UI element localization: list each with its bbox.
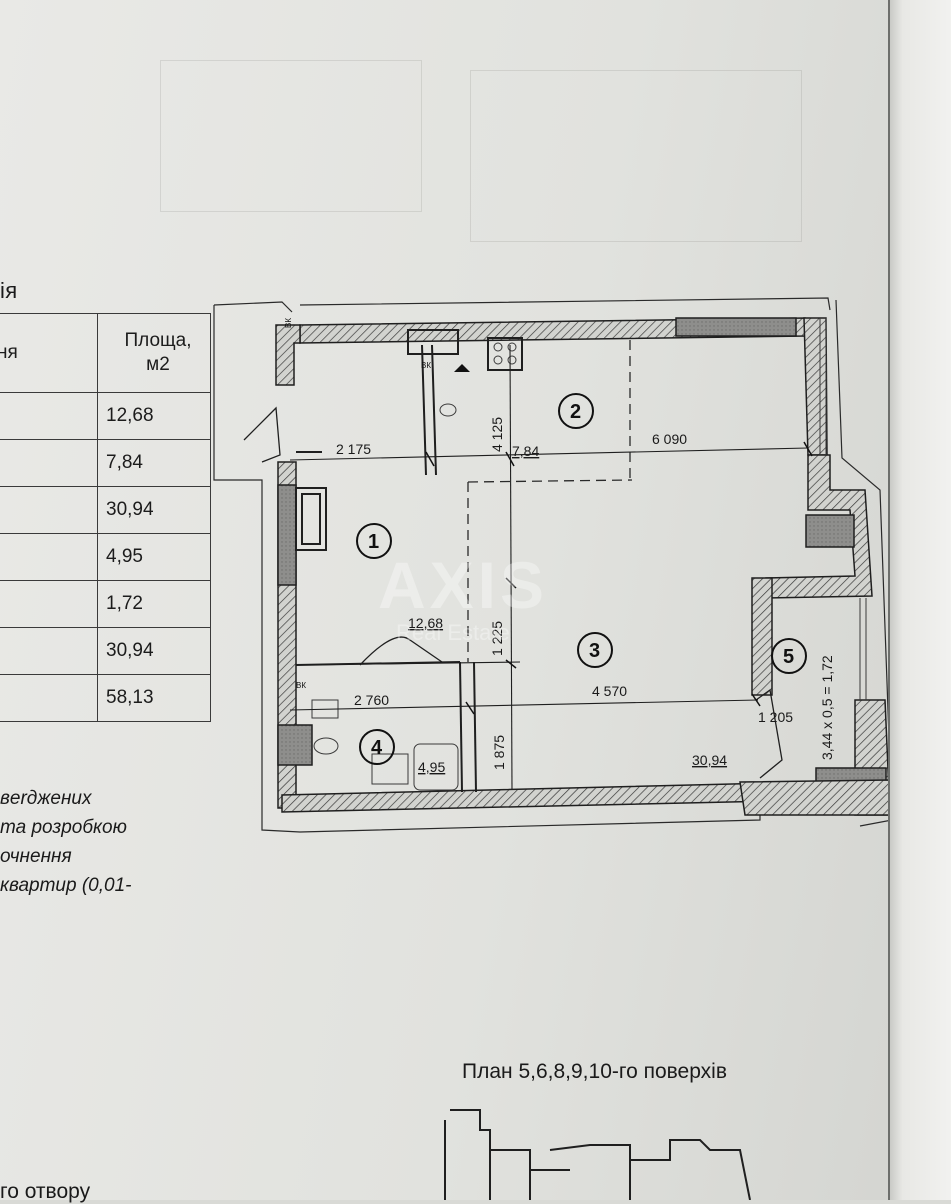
watermark-logo: AXIS — [378, 548, 548, 622]
arrow-marker — [454, 364, 470, 372]
dim-2175: 2 175 — [336, 441, 371, 457]
watermark-subtitle: Real Estate — [396, 620, 510, 645]
room-3-number: 3 — [589, 640, 600, 662]
doors — [243, 406, 783, 779]
dim-1875: 1 875 — [491, 735, 507, 770]
dim-4125: 4 125 — [489, 417, 505, 452]
context-lines — [213, 297, 893, 833]
dimension-lines — [289, 344, 809, 791]
room-markers — [356, 393, 807, 765]
room-2-number: 2 — [570, 401, 581, 423]
bleed-through-drawing-right — [470, 70, 802, 242]
bottom-cut-text: го отвору — [0, 1180, 91, 1203]
table-cell-area: 1,72 — [97, 580, 211, 628]
dim-4570: 4 570 — [592, 683, 627, 699]
room-1-number: 1 — [368, 531, 379, 553]
room-4-number: 4 — [371, 737, 383, 759]
table-cell-total: 58,13 — [97, 674, 211, 722]
bk-label-entry: ВК — [284, 318, 293, 328]
floor-plan-caption: План 5,6,8,9,10-го поверхів — [462, 1060, 727, 1083]
room-1-area: 12,68 — [408, 615, 443, 631]
floor-overview-thumbnail — [444, 1109, 751, 1200]
room-5-area: 3,44 x 0,5 = 1,72 — [819, 655, 835, 760]
zone-dashes — [467, 340, 633, 662]
bk-label-bath: ВК — [296, 681, 306, 690]
table-title: ія — [0, 278, 18, 303]
room-2-area: 7,84 — [512, 443, 539, 459]
room-3-area: 30,94 — [692, 752, 727, 768]
table-header-area: Площа, м2 — [97, 313, 211, 393]
area-table: ня Площа, м2 12,68 7,84 30,94 4,95 1,72 … — [0, 313, 211, 722]
walls — [275, 317, 893, 816]
table-cell-area: 30,94 — [97, 486, 211, 534]
room-4-area: 4,95 — [418, 759, 445, 775]
dimension-ticks — [425, 441, 813, 715]
dim-6090: 6 090 — [652, 431, 687, 447]
table-cell-area: 4,95 — [97, 533, 211, 581]
table-cell-area: 12,68 — [97, 392, 211, 440]
footnote: вerджених та розробкою очнення квартир (… — [0, 788, 132, 896]
bk-label-shaft: ВК — [421, 361, 431, 370]
bleed-through-drawing — [160, 60, 422, 212]
binder-edge — [888, 0, 951, 1200]
room-5-number: 5 — [783, 646, 794, 668]
dim-2760: 2 760 — [354, 692, 389, 708]
dim-1225: 1 225 — [489, 621, 505, 656]
dim-1205: 1 205 — [758, 709, 793, 725]
